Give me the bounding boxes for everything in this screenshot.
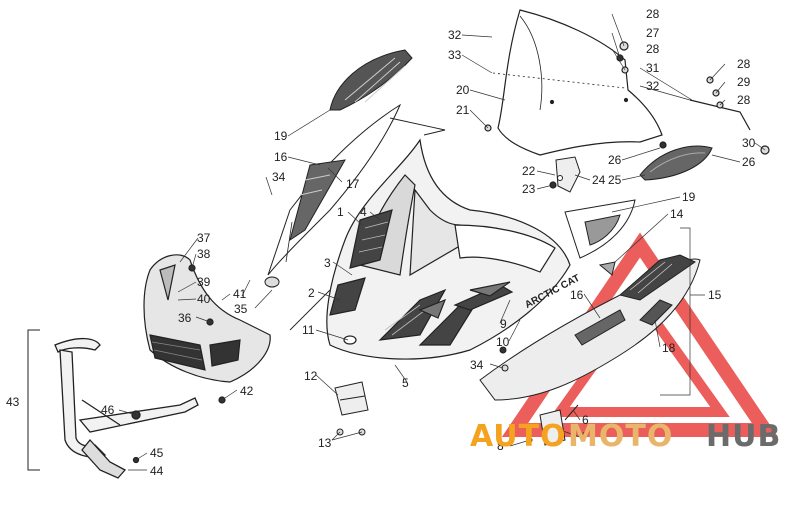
callout-16a: 16 (274, 150, 288, 164)
windshield (492, 9, 663, 156)
callout-17: 17 (346, 177, 360, 191)
callout-23: 23 (522, 182, 536, 196)
callout-19a: 19 (274, 129, 288, 143)
callout-13: 13 (318, 436, 332, 450)
callout-18: 18 (662, 341, 676, 355)
callout-20: 20 (456, 83, 470, 97)
callout-39: 39 (197, 275, 211, 289)
callout-28b: 28 (646, 42, 660, 56)
callout-4: 4 (360, 205, 367, 219)
watermark-moto: MOTO (568, 419, 673, 454)
callout-19b: 19 (682, 190, 696, 204)
callout-1: 1 (337, 205, 344, 219)
side-panel-right (479, 254, 701, 401)
watermark-hub: HUB (706, 419, 781, 454)
bumper-bracket-43 (27, 329, 40, 471)
callout-9: 9 (500, 317, 507, 331)
callout-32a: 32 (448, 28, 462, 42)
callout-43: 43 (6, 395, 20, 409)
callout-42: 42 (240, 384, 254, 398)
callout-31: 31 (646, 61, 660, 75)
callout-34a: 34 (272, 170, 286, 184)
callout-22: 22 (522, 164, 536, 178)
watermark-logo: AUTO MOTO HUB (470, 419, 781, 454)
side-bracket (527, 404, 579, 446)
callout-8: 8 (497, 439, 504, 453)
callout-5: 5 (402, 376, 409, 390)
callout-44: 44 (150, 464, 164, 478)
callout-34b: 34 (470, 358, 484, 372)
upper-vent-left (329, 49, 413, 111)
callout-25: 25 (608, 173, 622, 187)
callout-28a: 28 (646, 7, 660, 21)
callout-7: 7 (582, 430, 589, 444)
side-panel-left (264, 103, 402, 288)
callout-40: 40 (197, 292, 211, 306)
callout-14: 14 (670, 207, 684, 221)
callout-2: 2 (308, 286, 315, 300)
callout-15: 15 (708, 288, 722, 302)
callout-24: 24 (592, 173, 606, 187)
watermark-auto: AUTO (470, 419, 567, 454)
callout-10: 10 (496, 335, 510, 349)
callout-3: 3 (324, 256, 331, 270)
callout-21: 21 (456, 103, 470, 117)
callout-11: 11 (302, 323, 315, 337)
front-bumper (54, 337, 199, 479)
callout-32b: 32 (646, 79, 660, 93)
callout-28d: 28 (737, 93, 751, 107)
callout-28c: 28 (737, 57, 751, 71)
callout-6: 6 (582, 413, 589, 427)
callout-38: 38 (197, 247, 211, 261)
nose-cap (143, 254, 271, 404)
callout-41: 41 (233, 287, 247, 301)
callout-27: 27 (646, 26, 660, 40)
callout-36: 36 (178, 311, 192, 325)
deflector-right (639, 145, 713, 181)
upper-vent-right (564, 199, 636, 259)
callout-labels: 1 2 3 4 5 6 7 8 9 10 11 12 13 14 15 16 1… (6, 7, 756, 478)
callout-16b: 16 (570, 288, 584, 302)
callout-26b: 26 (742, 155, 756, 169)
callout-46: 46 (101, 403, 115, 417)
callout-33: 33 (448, 48, 462, 62)
leader-lines (118, 13, 766, 471)
callout-29: 29 (737, 75, 751, 89)
callout-26a: 26 (608, 153, 622, 167)
callout-30: 30 (742, 136, 756, 150)
callout-37: 37 (197, 231, 211, 245)
callout-45: 45 (150, 446, 164, 460)
callout-12: 12 (304, 369, 318, 383)
callout-35: 35 (234, 302, 248, 316)
windshield-bracket (555, 156, 581, 193)
